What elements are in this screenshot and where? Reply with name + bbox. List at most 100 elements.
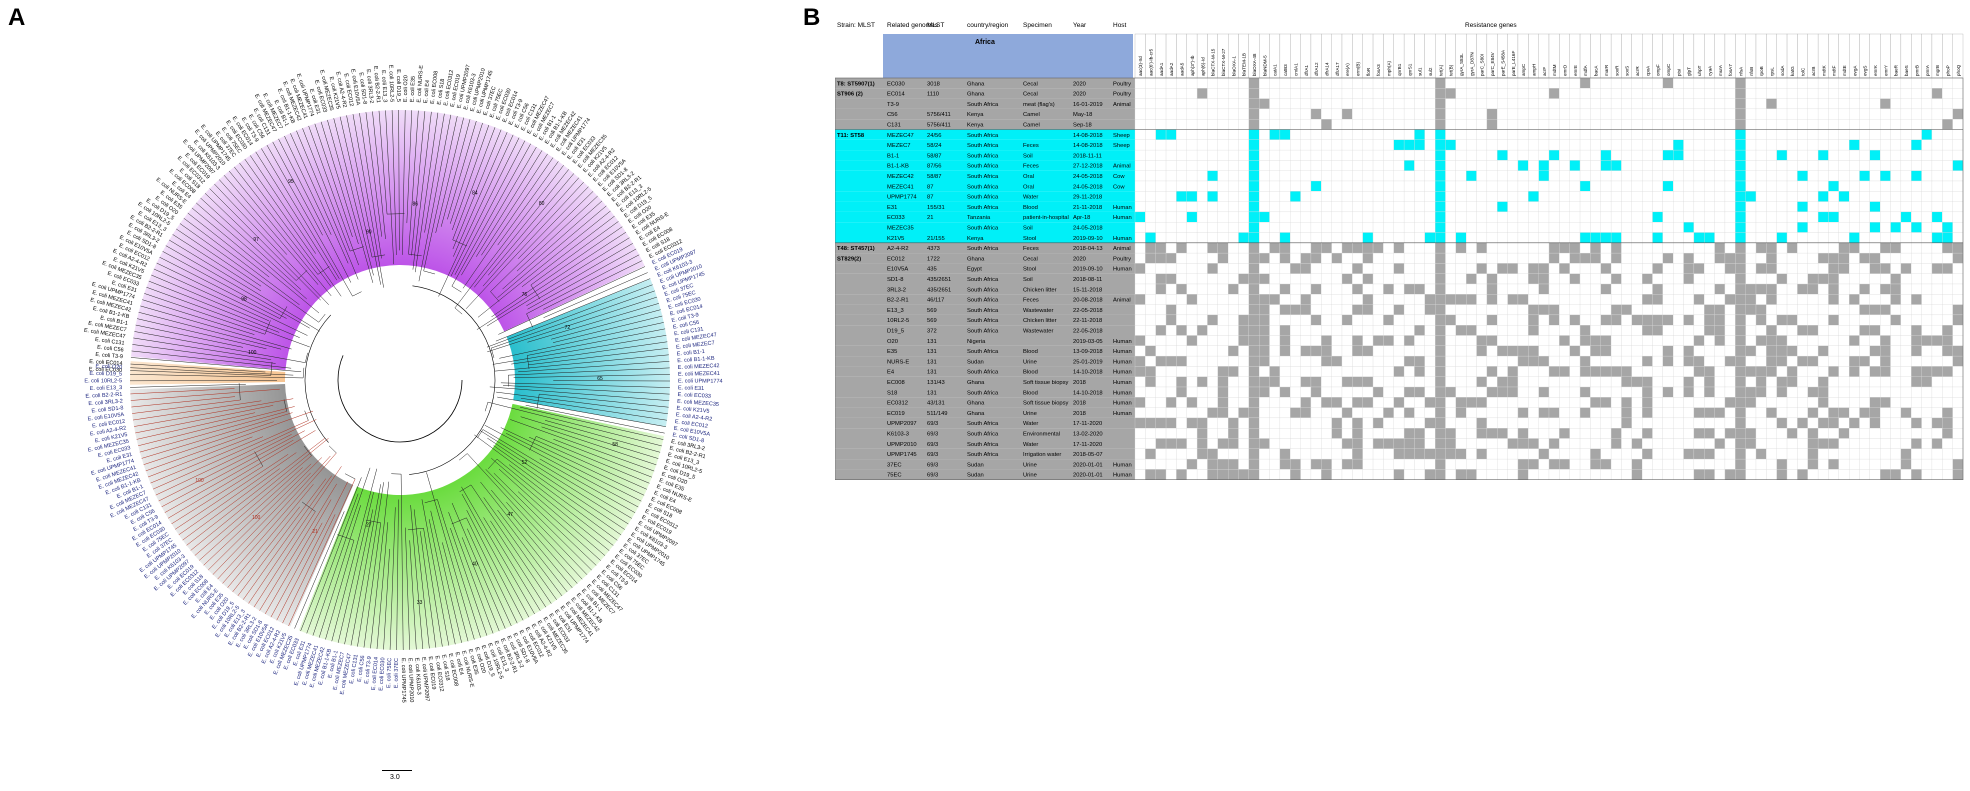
gene-cell — [1363, 263, 1373, 273]
gene-cell — [1270, 109, 1280, 119]
gene-cell — [1456, 428, 1466, 438]
gene-cell — [1311, 366, 1321, 376]
gene-cell — [1673, 377, 1683, 387]
gene-cell — [1932, 336, 1942, 346]
table-cell-year: 20-08-2018 — [1073, 298, 1103, 304]
gene-cell — [1487, 325, 1497, 335]
gene-cell — [1849, 160, 1859, 170]
table-cell-mlst: 569 — [927, 318, 937, 324]
gene-cell — [1394, 315, 1404, 325]
gene-cell — [1446, 150, 1456, 160]
gene-cell — [1332, 130, 1342, 140]
gene-cell — [1176, 274, 1186, 284]
gene-cell — [1301, 305, 1311, 315]
gene-cell — [1508, 305, 1518, 315]
gene-cell — [1228, 336, 1238, 346]
gene-cell — [1880, 449, 1890, 459]
gene-cell — [1787, 397, 1797, 407]
gene-cell — [1787, 88, 1797, 98]
gene-cell — [1787, 408, 1797, 418]
gene-cell — [1352, 387, 1362, 397]
gene-cell — [1135, 212, 1145, 222]
leaf-label: E. coli E13_3 — [90, 385, 123, 392]
gene-cell — [1756, 397, 1766, 407]
gene-cell — [1549, 119, 1559, 129]
gene-cell — [1435, 78, 1445, 88]
gene-cell — [1860, 202, 1870, 212]
gene-cell — [1590, 408, 1600, 418]
gene-cell — [1145, 294, 1155, 304]
gene-cell — [1642, 459, 1652, 469]
gene-header-label: blaCTX-M-15 — [1211, 48, 1216, 76]
gene-cell — [1797, 469, 1807, 479]
gene-cell — [1953, 439, 1963, 449]
gene-cell — [1466, 418, 1476, 428]
gene-header-label: mdtK — [1821, 64, 1826, 76]
bootstrap-label: 90 — [366, 229, 372, 235]
table-cell-mlst: 69/3 — [927, 473, 938, 479]
gene-cell — [1290, 366, 1300, 376]
gene-cell — [1239, 294, 1249, 304]
gene-cell — [1332, 428, 1342, 438]
gene-cell — [1321, 171, 1331, 181]
gene-header-label: pmrA — [1925, 64, 1930, 76]
gene-cell — [1456, 418, 1466, 428]
gene-cell — [1880, 377, 1890, 387]
gene-cell — [1332, 202, 1342, 212]
gene-cell — [1518, 356, 1528, 366]
gene-cell — [1818, 377, 1828, 387]
gene-cell — [1342, 284, 1352, 294]
gene-cell — [1497, 233, 1507, 243]
gene-cell — [1518, 366, 1528, 376]
gene-cell — [1363, 336, 1373, 346]
gene-cell — [1891, 109, 1901, 119]
gene-cell — [1611, 130, 1621, 140]
gene-cell — [1290, 99, 1300, 109]
gene-cell — [1673, 263, 1683, 273]
gene-cell — [1497, 377, 1507, 387]
gene-cell — [1953, 140, 1963, 150]
gene-cell — [1487, 459, 1497, 469]
gene-cell — [1290, 469, 1300, 479]
gene-cell — [1704, 459, 1714, 469]
gene-cell — [1497, 88, 1507, 98]
table-cell-related: 3RL3-2 — [887, 287, 906, 293]
gene-cell — [1860, 439, 1870, 449]
gene-cell — [1321, 119, 1331, 129]
gene-cell — [1570, 284, 1580, 294]
gene-cell — [1239, 171, 1249, 181]
table-cell-year: 2018 — [1073, 401, 1086, 407]
gene-cell — [1218, 418, 1228, 428]
gene-cell — [1187, 191, 1197, 201]
gene-header-label: parE_S458A — [1500, 49, 1505, 76]
gene-cell — [1363, 377, 1373, 387]
gene-cell — [1394, 233, 1404, 243]
gene-cell — [1891, 366, 1901, 376]
gene-cell — [1176, 346, 1186, 356]
gene-cell — [1849, 181, 1859, 191]
gene-cell — [1922, 428, 1932, 438]
gene-cell — [1218, 99, 1228, 109]
gene-cell — [1228, 202, 1238, 212]
table-cell-year: 21-11-2018 — [1073, 205, 1102, 211]
gene-cell — [1404, 469, 1414, 479]
gene-cell — [1414, 397, 1424, 407]
gene-cell — [1477, 346, 1487, 356]
gene-cell — [1621, 119, 1631, 129]
table-cell-year: 2019-09-10 — [1073, 236, 1103, 242]
gene-header-label: nfsA — [1738, 66, 1743, 76]
gene-cell — [1787, 459, 1797, 469]
gene-cell — [1601, 439, 1611, 449]
gene-cell — [1777, 171, 1787, 181]
gene-cell — [1446, 305, 1456, 315]
gene-cell — [1704, 222, 1714, 232]
gene-cell — [1839, 305, 1849, 315]
gene-cell — [1601, 150, 1611, 160]
gene-cell — [1259, 243, 1269, 253]
table-cell-specimen: Oral — [1023, 184, 1034, 190]
gene-cell — [1311, 315, 1321, 325]
gene-cell — [1756, 253, 1766, 263]
gene-cell — [1446, 109, 1456, 119]
gene-cell — [1456, 408, 1466, 418]
gene-cell — [1787, 140, 1797, 150]
